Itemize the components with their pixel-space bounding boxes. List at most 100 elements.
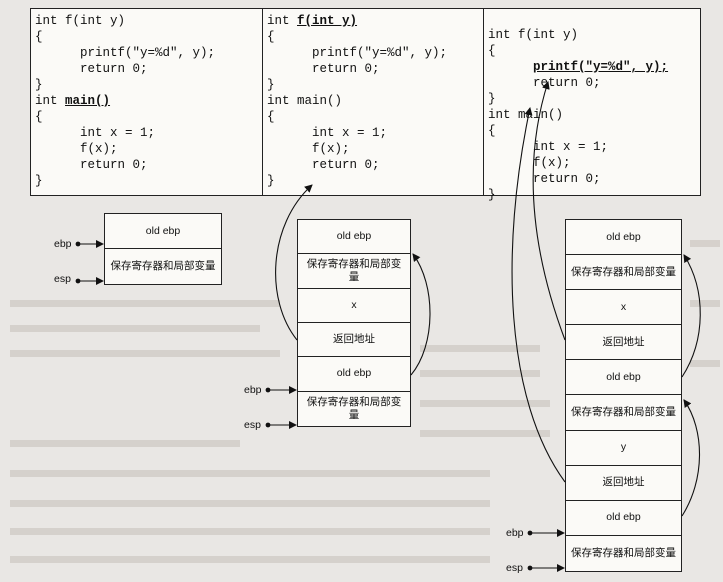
ebp-label-3: ebp <box>506 527 524 539</box>
stack-cell: 保存寄存器和局部变量 <box>571 546 676 559</box>
stack-cell: old ebp <box>566 220 681 256</box>
code-line: f(x); <box>35 141 215 157</box>
code-text: return 0; <box>35 158 148 172</box>
code-line: int f(int y) <box>267 13 447 29</box>
code-text: f(x); <box>267 142 350 156</box>
code-text: f(x); <box>488 156 571 170</box>
code-line: return 0; <box>488 75 668 91</box>
code-line: return 0; <box>267 61 447 77</box>
code-text: return 0; <box>267 158 380 172</box>
highlighted-code: f(int y) <box>297 14 358 28</box>
esp-label-3: esp <box>506 562 523 574</box>
highlighted-code: printf("y=%d", y); <box>533 60 669 74</box>
highlighted-code: main() <box>65 94 111 108</box>
esp-label-2: esp <box>244 419 261 431</box>
code-text: } <box>488 188 496 202</box>
code-text: { <box>267 110 275 124</box>
code-line: { <box>35 109 215 125</box>
ebp-label-2: ebp <box>244 384 262 396</box>
code-text: { <box>488 124 496 138</box>
code-text: printf("y=%d", y); <box>35 46 216 60</box>
code-text: return 0; <box>488 172 601 186</box>
stack-cell: y <box>566 431 681 466</box>
code-line: } <box>35 77 215 93</box>
code-text: int <box>35 94 66 108</box>
code-line: return 0; <box>267 157 447 173</box>
code-text: { <box>488 44 496 58</box>
code-text: return 0; <box>267 62 380 76</box>
code-text: } <box>267 174 275 188</box>
code-text: return 0; <box>488 76 601 90</box>
code-text: int f(int y) <box>35 14 126 28</box>
code-line: } <box>488 91 668 107</box>
stack-cell: old ebp <box>298 357 410 392</box>
code-text: return 0; <box>35 62 148 76</box>
code-text: } <box>488 92 496 106</box>
code-text: int x = 1; <box>267 126 388 140</box>
code-line: int main() <box>267 93 447 109</box>
code-line: int f(int y) <box>488 27 668 43</box>
code-line: int f(int y) <box>35 13 215 29</box>
code-line: return 0; <box>488 171 668 187</box>
stack-frame-main: old ebp 保存寄存器和局部变量 <box>104 213 222 285</box>
stack-cell: 保存寄存器和局部变量 <box>306 395 402 421</box>
code-text: int <box>267 14 298 28</box>
code-line: { <box>267 109 447 125</box>
code-text: { <box>267 30 275 44</box>
code-line: int x = 1; <box>267 125 447 141</box>
code-line: f(x); <box>488 155 668 171</box>
code-panel-3: int f(int y) { printf("y=%d", y); return … <box>483 8 701 202</box>
stack-cell: 保存寄存器和局部变量 <box>298 254 410 289</box>
stack-cell: 保存寄存器和局部变量 <box>110 260 216 272</box>
stack-cell: x <box>566 290 681 326</box>
code-line: printf("y=%d", y); <box>35 45 215 61</box>
code-line: } <box>267 77 447 93</box>
code-listing-2: int f(int y){ printf("y=%d", y); return … <box>267 13 447 189</box>
code-line: int main() <box>35 93 215 109</box>
code-line: int main() <box>488 107 668 123</box>
code-line: return 0; <box>35 157 215 173</box>
stack-cell: old ebp <box>298 220 410 255</box>
code-panel-2: int f(int y){ printf("y=%d", y); return … <box>262 8 485 196</box>
code-line: int x = 1; <box>35 125 215 141</box>
stack-cell: old ebp <box>566 501 681 536</box>
code-text: f(x); <box>35 142 118 156</box>
code-panel-1: int f(int y) { printf("y=%d", y); return … <box>30 8 264 196</box>
code-text: } <box>267 78 275 92</box>
code-text: int main() <box>488 108 564 122</box>
stack-cell: x <box>298 289 410 323</box>
code-line: return 0; <box>35 61 215 77</box>
code-text: int x = 1; <box>35 126 156 140</box>
code-text: { <box>35 30 43 44</box>
code-text: int main() <box>267 94 343 108</box>
code-line: printf("y=%d", y); <box>267 45 447 61</box>
code-line: { <box>267 29 447 45</box>
stack-cell: old ebp <box>105 214 221 249</box>
code-text: } <box>35 78 43 92</box>
code-text: int f(int y) <box>488 28 579 42</box>
code-line: { <box>488 43 668 59</box>
code-line: printf("y=%d", y); <box>488 59 668 75</box>
code-line: int x = 1; <box>488 139 668 155</box>
stack-cell: 保存寄存器和局部变量 <box>566 255 681 291</box>
code-text: { <box>35 110 43 124</box>
code-text: int x = 1; <box>488 140 609 154</box>
code-line: f(x); <box>267 141 447 157</box>
stack-cell: 返回地址 <box>566 325 681 361</box>
code-line: } <box>267 173 447 189</box>
code-line: { <box>35 29 215 45</box>
code-line: } <box>488 187 668 203</box>
code-line: { <box>488 123 668 139</box>
stack-cell: old ebp <box>566 360 681 396</box>
code-listing-1: int f(int y) { printf("y=%d", y); return … <box>35 13 215 189</box>
stack-cell: 返回地址 <box>566 466 681 501</box>
stack-cell: 返回地址 <box>298 323 410 358</box>
stack-cell: 保存寄存器和局部变量 <box>566 395 681 431</box>
ebp-label-1: ebp <box>54 238 72 250</box>
esp-label-1: esp <box>54 273 71 285</box>
code-text: } <box>35 174 43 188</box>
code-text: printf("y=%d", y); <box>267 46 448 60</box>
